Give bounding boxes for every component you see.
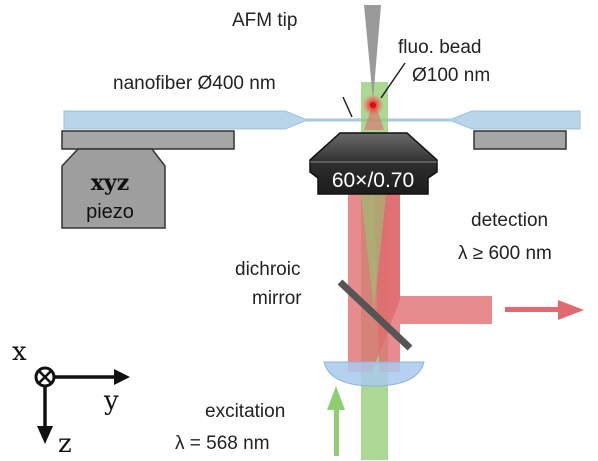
objective-body (309, 132, 438, 195)
stage-right (473, 130, 567, 150)
axis-z-label: z (58, 429, 72, 459)
nanofiber-label: nanofiber Ø400 nm (113, 73, 276, 94)
afm-tip (364, 5, 381, 100)
piezo-label-xyz: xyz (91, 170, 129, 196)
nanofiber-pointer (342, 96, 353, 118)
objective-label: 60×/0.70 (332, 169, 414, 192)
afm-tip-label: AFM tip (232, 10, 297, 31)
excitation-label: excitation (205, 401, 285, 422)
fluo-bead-label: fluo. bead (398, 37, 481, 58)
detection-wavelength: λ ≥ 600 nm (458, 243, 552, 264)
bead-size-label: Ø100 nm (412, 65, 490, 86)
stage-left (61, 130, 235, 150)
piezo-block (61, 148, 166, 229)
dichroic-mirror (337, 279, 413, 351)
axis-x-label: x (12, 337, 27, 367)
excitation-arrow-head (327, 386, 345, 410)
dichroic-label: dichroic (235, 259, 300, 280)
lens (323, 361, 425, 387)
axis-z-arrow (37, 426, 53, 444)
excitation-arrow-shaft (334, 410, 339, 456)
axis-y-arrow (114, 369, 130, 385)
detection-label: detection (471, 210, 548, 231)
mirror-label: mirror (252, 288, 302, 309)
detection-arrow-head (558, 300, 584, 320)
nanofiber (63, 110, 581, 130)
excitation-wavelength: λ = 568 nm (175, 433, 270, 454)
detection-arrow-shaft (505, 307, 560, 312)
fluo-bead (370, 102, 376, 108)
piezo-label: piezo (86, 201, 134, 223)
axis-x-cross-b (38, 370, 52, 384)
focus-cone (360, 186, 387, 310)
bead-pointer (380, 62, 406, 99)
axis-y-label: y (103, 386, 119, 416)
